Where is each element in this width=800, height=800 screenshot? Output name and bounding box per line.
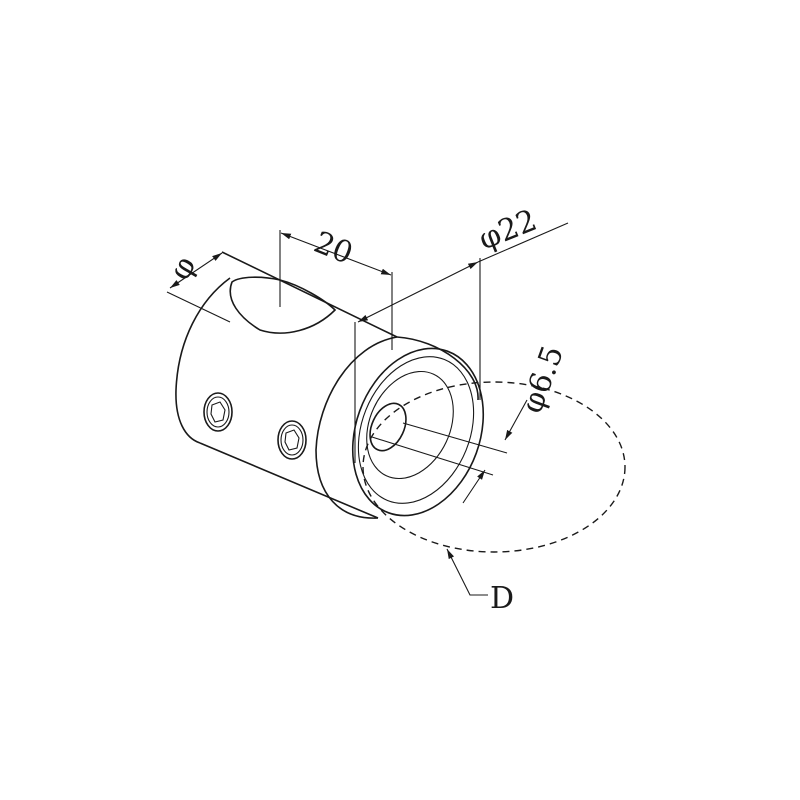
detail-circle-d xyxy=(362,381,626,553)
set-screw-1 xyxy=(203,392,233,432)
svg-text:20: 20 xyxy=(309,225,358,272)
front-face xyxy=(315,336,485,519)
detail-leader xyxy=(446,548,488,596)
cylinder-body xyxy=(175,251,398,519)
detail-label: D xyxy=(490,581,514,616)
set-screw-2 xyxy=(277,420,307,460)
svg-text:φ: φ xyxy=(163,250,204,286)
top-slot xyxy=(229,276,337,334)
center-hole xyxy=(369,402,407,452)
svg-text:φ6.5: φ6.5 xyxy=(515,341,571,418)
